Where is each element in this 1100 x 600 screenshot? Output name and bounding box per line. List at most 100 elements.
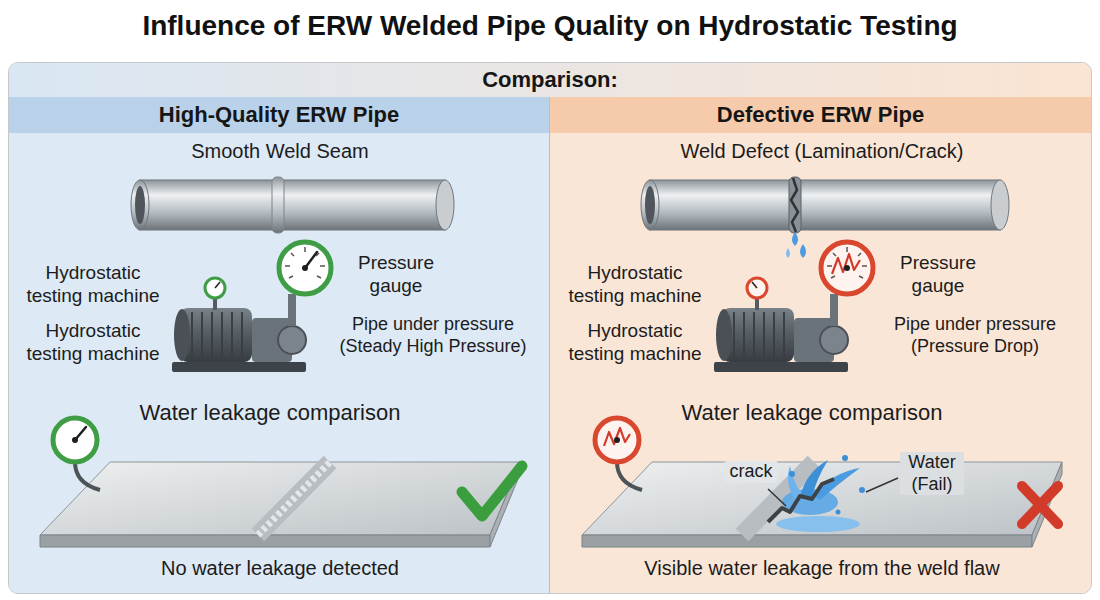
pressure-gauge: [285, 265, 290, 267]
hydrostatic-pump: [714, 294, 848, 372]
gauge-label: Pressure gauge: [340, 252, 452, 298]
pressure-gauge: [844, 265, 850, 271]
steel-plate: [40, 462, 520, 547]
pressure-gauge: [75, 462, 100, 490]
hydrostatic-pump: [733, 312, 735, 358]
pressure-gauge: [53, 418, 100, 490]
defective-pipe-illustration: [789, 177, 801, 233]
hydrostatic-pump: [753, 312, 755, 358]
pipe-illustration: [436, 180, 454, 230]
leader-line: [768, 489, 786, 506]
pressure-gauge: [862, 265, 867, 267]
pressure-gauge: [53, 418, 97, 462]
hydrostatic-pump: [830, 294, 838, 326]
pressure-gauge: [832, 254, 860, 274]
pipe-illustration: [272, 177, 284, 233]
pressure-gauge: [617, 462, 642, 490]
water-leak: [842, 455, 848, 461]
hydrostatic-pump: [714, 362, 848, 372]
water-leak: [812, 468, 860, 500]
water-leak: [776, 516, 860, 532]
panel-heading: High-Quality ERW Pipe: [9, 97, 549, 133]
hydrostatic-pump: [716, 309, 732, 361]
defective-pipe-illustration: [991, 180, 1009, 230]
hydrostatic-pump: [231, 312, 233, 358]
crack-mark: [768, 479, 834, 522]
part-label: Smooth Weld Seam: [70, 139, 490, 163]
panel-heading: Comparison:: [9, 63, 1091, 97]
result-note: Visible water leakage from the weld flaw: [562, 556, 1082, 580]
pressure-gauge: [859, 276, 863, 278]
machine-label: Hydrostatic testing machine: [558, 262, 712, 308]
panel-heading: Defective ERW Pipe: [550, 97, 1091, 133]
panel-ground: [9, 63, 1091, 97]
pressure-note: Pipe under pressure (Steady High Pressur…: [320, 314, 546, 357]
part-label: Weld Defect (Lamination/Crack): [572, 139, 1072, 163]
water-leak: [789, 471, 795, 477]
pressure-gauge: [205, 242, 331, 298]
pressure-gauge: [302, 265, 308, 271]
steel-plate: [258, 462, 330, 535]
defective-plate: [582, 462, 1062, 547]
pressure-gauge: [291, 253, 294, 256]
pressure-gauge: [215, 282, 220, 288]
pressure-gauge: [752, 282, 757, 288]
hydrostatic-pump: [820, 326, 848, 354]
defective-pipe-illustration: [641, 177, 1009, 258]
machine-label: Hydrostatic testing machine: [558, 320, 712, 366]
panel-ground: [550, 97, 1091, 593]
pass-check-mark: [462, 466, 522, 516]
pressure-gauge: [595, 418, 639, 462]
pressure-gauge: [317, 276, 321, 278]
machine-label: Hydrostatic testing machine: [16, 262, 170, 308]
hydrostatic-pump: [211, 312, 213, 358]
panel-ground: [9, 63, 1091, 593]
result-note: No water leakage detected: [40, 556, 520, 580]
hydrostatic-pump: [288, 294, 296, 326]
hydrostatic-pump: [172, 362, 306, 372]
hydrostatic-pump: [201, 312, 203, 358]
fail-cross-mark: [1022, 486, 1058, 524]
defective-pipe-illustration: [800, 244, 806, 258]
defective-pipe-illustration: [792, 232, 798, 246]
water-leak: [836, 510, 841, 515]
hydrostatic-pump: [191, 312, 193, 358]
panel-ground: [9, 97, 550, 593]
defective-pipe-illustration: [645, 186, 655, 224]
hydrostatic-pump: [783, 312, 785, 358]
pressure-gauge: [205, 278, 225, 298]
defective-plate: [582, 535, 1032, 547]
steel-plate: [258, 462, 330, 535]
pressure-gauge: [72, 437, 78, 443]
water-leak: [776, 455, 865, 532]
pressure-note: Pipe under pressure (Pressure Drop): [862, 314, 1088, 357]
section-heading: Water leakage comparison: [602, 400, 1022, 426]
water-leak: [859, 487, 865, 493]
leader-line: [768, 478, 898, 506]
hydrostatic-pump: [743, 312, 745, 358]
pressure-gauge: [604, 428, 630, 446]
pressure-gauge: [831, 276, 835, 278]
hydrostatic-pump: [763, 312, 765, 358]
pressure-gauge: [614, 437, 620, 443]
pressure-gauge: [279, 242, 331, 294]
pressure-gauge: [320, 265, 325, 267]
crack-label: crack: [724, 461, 778, 483]
defective-pipe-illustration: [650, 180, 1000, 230]
pressure-gauge: [747, 242, 873, 298]
diagram-title: Influence of ERW Welded Pipe Quality on …: [0, 8, 1100, 43]
pressure-gauge: [821, 242, 873, 294]
fail-cross-mark: [1022, 486, 1058, 524]
machine-label: Hydrostatic testing machine: [16, 320, 170, 366]
section-heading: Water leakage comparison: [60, 400, 480, 426]
pressure-gauge: [595, 418, 642, 490]
pipe-illustration: [135, 186, 145, 224]
gauge-label: Pressure gauge: [882, 252, 994, 298]
pressure-gauge: [747, 278, 767, 298]
defective-pipe-illustration: [641, 180, 659, 230]
defective-pipe-illustration: [786, 248, 790, 258]
pressure-gauge: [846, 247, 848, 252]
hydrostatic-pump: [174, 309, 190, 361]
water-label: Water (Fail): [900, 452, 964, 495]
